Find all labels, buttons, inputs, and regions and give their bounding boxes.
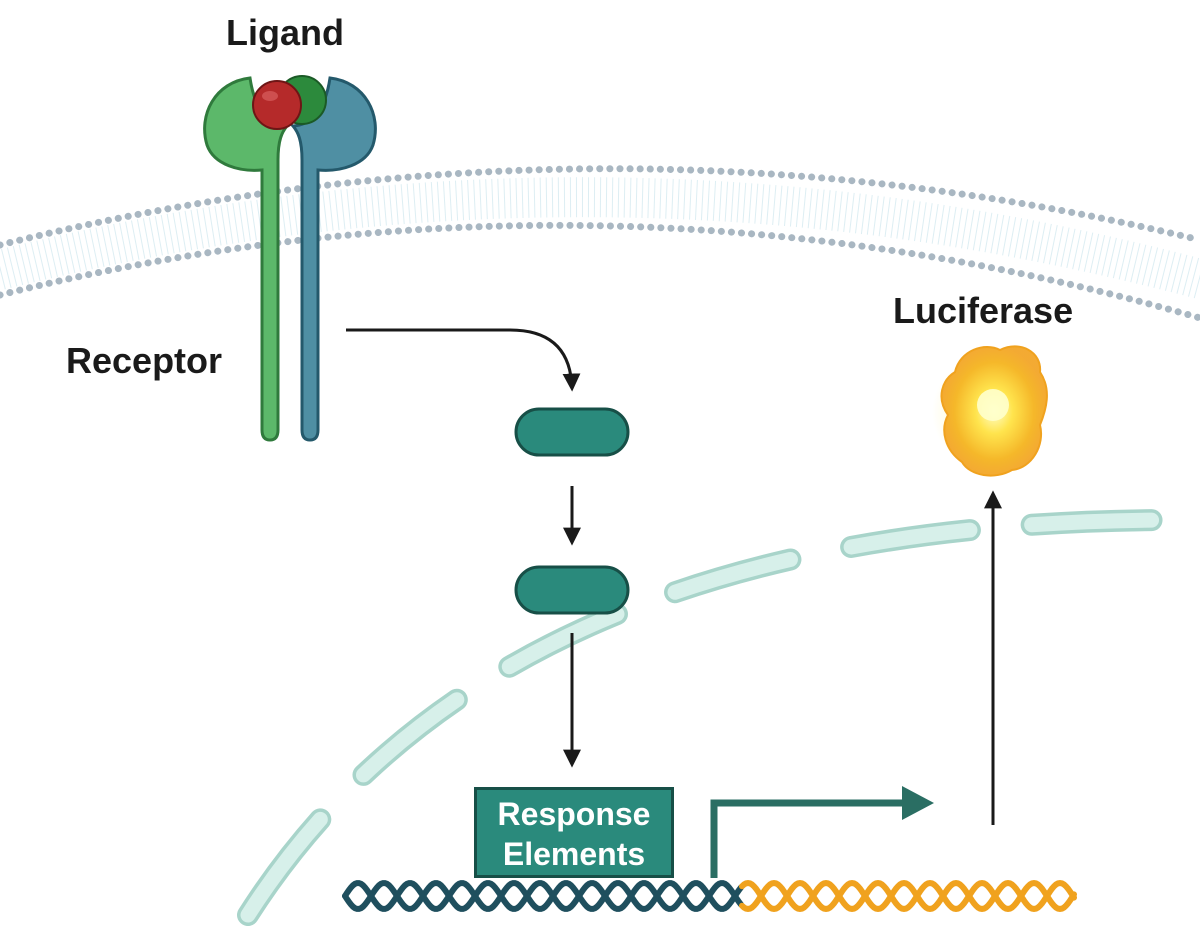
- ligand-icon: [252, 75, 327, 130]
- response-elements-box: Response Elements: [474, 787, 674, 878]
- ligand-label: Ligand: [226, 12, 344, 53]
- luciferase-icon: [932, 345, 1048, 477]
- nuclear-envelope: [237, 509, 1186, 926]
- receptor-to-signal-arrow: [346, 328, 581, 392]
- signal-protein-1: [514, 407, 630, 457]
- receptor-icon: [203, 76, 377, 442]
- response-elements-label: Response Elements: [497, 796, 651, 872]
- receptor-label: Receptor: [66, 340, 223, 381]
- dna-icon: [342, 879, 1077, 913]
- cell-membrane: [0, 165, 1200, 322]
- signal-protein-2: [514, 565, 630, 615]
- promoter-arrow: [710, 786, 934, 878]
- luciferase-label: Luciferase: [893, 290, 1074, 331]
